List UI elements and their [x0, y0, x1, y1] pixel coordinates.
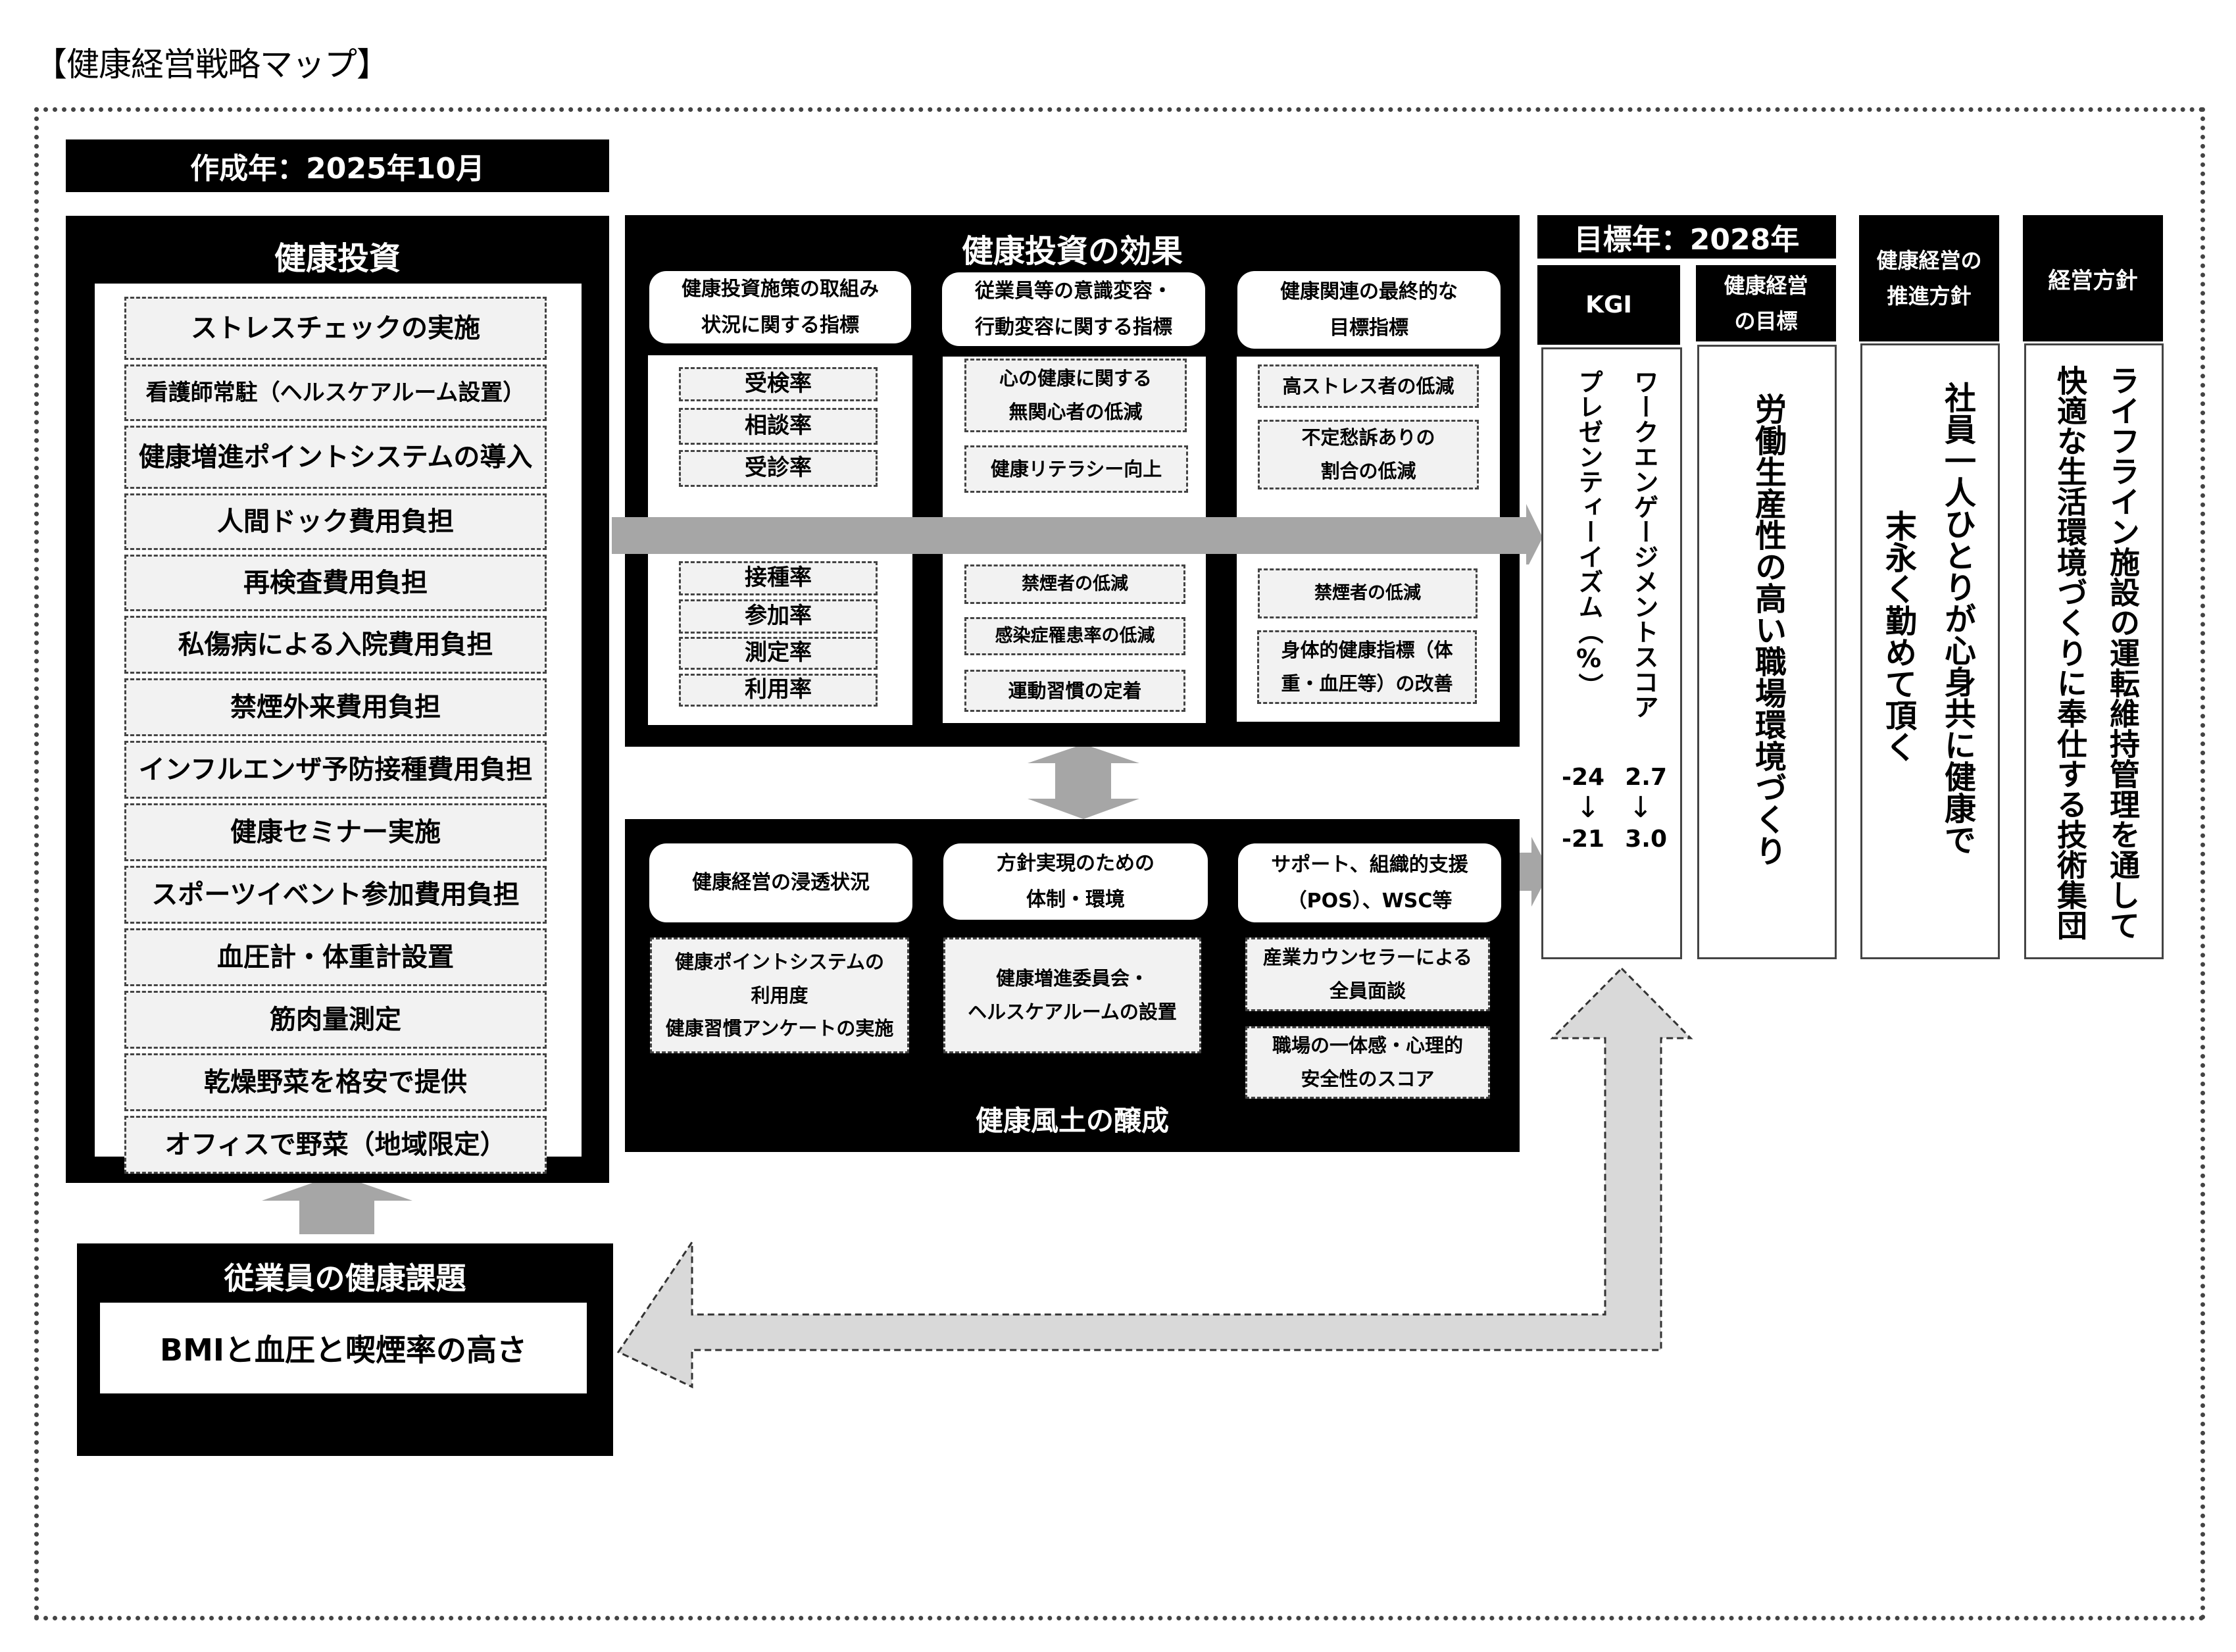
indicator-item: 受検率 — [679, 367, 878, 401]
investment-item: 健康セミナー実施 — [124, 803, 547, 861]
management-box: ライフライン施設の運転維持管理を通して 快適な生活環境づくりに奉仕する技術集団 — [2024, 343, 2164, 959]
culture-col3-header: サポート、組織的支援（POS）、WSC等 — [1238, 843, 1501, 922]
investment-item: 再検査費用負担 — [124, 555, 547, 611]
investment-list: ストレスチェックの実施看護師常駐（ヘルスケアルーム設置）健康増進ポイントシステム… — [95, 284, 582, 1174]
indicator-item: 相談率 — [679, 408, 878, 445]
investment-item: 人間ドック費用負担 — [124, 493, 547, 550]
indicator-item: 利用率 — [679, 674, 878, 707]
indicator-item: 受診率 — [679, 450, 878, 487]
investment-item: 血圧計・体重計設置 — [124, 928, 547, 986]
indicator-item: 測定率 — [679, 637, 878, 670]
down-arrow-icon: ↓ — [1628, 791, 1653, 824]
kgi-box: ワークエンゲージメントスコア プレゼンティーイズム（%） -24 2.7 ↓ ↓… — [1541, 347, 1682, 959]
goal-text: 労働生産性の高い職場環境づくり — [1749, 393, 1786, 866]
indicator-item: 心の健康に関する無関心者の低減 — [964, 359, 1187, 432]
culture-item: 健康ポイントシステムの利用度健康習慣アンケートの実施 — [650, 938, 909, 1053]
effects-col1-header: 健康投資施策の取組み状況に関する指標 — [649, 271, 911, 343]
goal-header: 健康経営の目標 — [1696, 265, 1836, 341]
effects-col3-header: 健康関連の最終的な目標指標 — [1237, 271, 1501, 349]
culture-item: 健康増進委員会・ヘルスケアルームの設置 — [943, 938, 1201, 1053]
investment-panel: 健康投資 ストレスチェックの実施看護師常駐（ヘルスケアルーム設置）健康増進ポイン… — [66, 216, 609, 1183]
outer-frame — [34, 107, 2205, 1620]
issue-panel: 従業員の健康課題 BMIと血圧と喫煙率の高さ — [77, 1243, 613, 1456]
presenteeism-current: -24 — [1562, 764, 1605, 791]
management-header: 経営方針 — [2023, 215, 2163, 341]
investment-item: 看護師常駐（ヘルスケアルーム設置） — [124, 364, 547, 421]
engagement-target: 3.0 — [1625, 825, 1667, 853]
indicator-item: 健康リテラシー向上 — [964, 445, 1188, 493]
down-arrow-icon: ↓ — [1576, 791, 1601, 824]
kgi-presenteeism-label: プレゼンティーイズム（%） — [1574, 369, 1603, 698]
investment-title: 健康投資 — [274, 240, 401, 277]
policy-line2: 末永く勤めて頂く — [1879, 510, 1916, 763]
effects-title: 健康投資の効果 — [961, 233, 1183, 270]
policy-box: 社員一人ひとりが心身共に健康で 末永く勤めて頂く — [1860, 343, 2000, 959]
issue-text: BMIと血圧と喫煙率の高さ — [100, 1303, 587, 1393]
feedback-arrow — [616, 966, 1693, 1389]
up-arrow-issue-to-investment — [262, 1174, 412, 1234]
presenteeism-target: -21 — [1562, 825, 1605, 853]
indicator-item: 参加率 — [679, 599, 878, 634]
indicator-item: 不定愁訴ありの割合の低減 — [1258, 420, 1479, 489]
investment-item: 乾燥野菜を格安で提供 — [124, 1053, 547, 1111]
indicator-item: 身体的健康指標（体重・血圧等）の改善 — [1257, 630, 1477, 704]
culture-title: 健康風土の醸成 — [975, 1104, 1169, 1137]
management-line1: ライフライン施設の運転維持管理を通して — [2105, 365, 2141, 940]
culture-item: 職場の一体感・心理的安全性のスコア — [1245, 1026, 1490, 1099]
investment-item: 禁煙外来費用負担 — [124, 678, 547, 736]
horizontal-arrow-shape — [612, 504, 1543, 564]
target-year-label: 目標年：2028年 — [1537, 215, 1836, 259]
policy-header: 健康経営の推進方針 — [1859, 215, 1999, 341]
horizontal-arrow-to-kgi — [612, 504, 1543, 564]
indicator-item: 接種率 — [679, 561, 878, 595]
indicator-item: 高ストレス者の低減 — [1258, 364, 1479, 408]
investment-item: インフルエンザ予防接種費用負担 — [124, 741, 547, 799]
kgi-header: KGI — [1537, 265, 1680, 345]
culture-item: 産業カウンセラーによる全員面談 — [1245, 938, 1490, 1011]
goal-box: 労働生産性の高い職場環境づくり — [1697, 345, 1837, 959]
culture-col1-header: 健康経営の浸透状況 — [649, 843, 912, 922]
investment-item: スポーツイベント参加費用負担 — [124, 866, 547, 924]
investment-item: 私傷病による入院費用負担 — [124, 616, 547, 674]
management-line2: 快適な生活環境づくりに奉仕する技術集団 — [2052, 365, 2088, 940]
investment-item: オフィスで野菜（地域限定） — [124, 1116, 547, 1174]
policy-line1: 社員一人ひとりが心身共に健康で — [1939, 382, 1975, 855]
indicator-item: 禁煙者の低減 — [1258, 568, 1478, 618]
created-date-label: 作成年：2025年10月 — [66, 139, 609, 192]
indicator-item: 運動習慣の定着 — [964, 670, 1185, 712]
indicator-item: 禁煙者の低減 — [964, 564, 1185, 604]
culture-arrow-shape — [1520, 837, 1550, 907]
investment-item: 健康増進ポイントシステムの導入 — [124, 426, 547, 489]
issue-title: 従業員の健康課題 — [224, 1261, 466, 1296]
double-arrow-effects-culture — [1028, 744, 1139, 819]
page-title: 【健康経営戦略マップ】 — [34, 45, 389, 84]
investment-item: ストレスチェックの実施 — [124, 297, 547, 360]
culture-col2-header: 方針実現のための体制・環境 — [943, 843, 1208, 920]
kgi-engagement-label: ワークエンゲージメントスコア — [1629, 369, 1658, 719]
engagement-current: 2.7 — [1625, 764, 1667, 791]
effects-col2-header: 従業員等の意識変容・行動変容に関する指標 — [942, 272, 1205, 346]
kgi-values: -24 2.7 ↓ ↓ -21 3.0 — [1562, 764, 1667, 853]
culture-to-kgi-arrow — [1520, 837, 1550, 907]
indicator-item: 感染症罹患率の低減 — [964, 617, 1185, 655]
investment-item: 筋肉量測定 — [124, 991, 547, 1049]
